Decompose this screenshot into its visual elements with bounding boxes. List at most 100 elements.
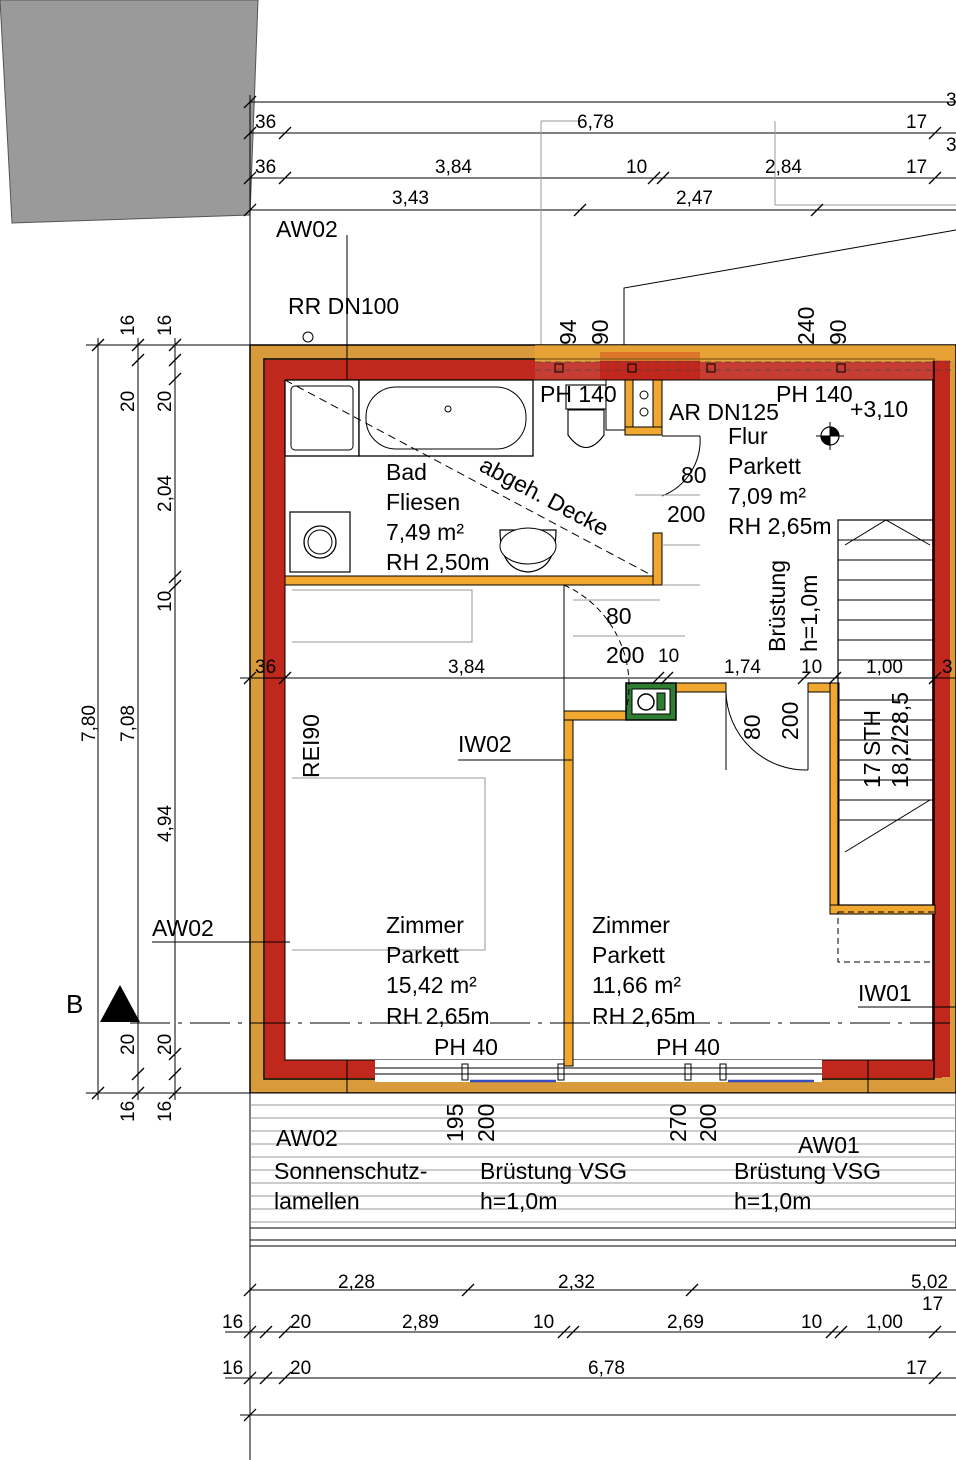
dim-top2-f: 3 (946, 135, 956, 156)
label-aw02-left: AW02 (152, 915, 214, 941)
label-abgeh-decke: abgeh. Decke (476, 451, 614, 541)
label-ar-dn125: AR DN125 (669, 399, 779, 425)
dim-bot2-e: 2,69 (667, 1312, 704, 1333)
door3-height: 200 (777, 702, 803, 740)
washing-machine-icon (289, 511, 351, 573)
dim-top1-a: 36 (255, 112, 276, 133)
dim-left-mid-e: 16 (118, 1101, 139, 1122)
toilet-icon (565, 384, 607, 449)
label-aw02-bottom: AW02 (276, 1125, 338, 1151)
label-bruestung-vsg-2: Brüstung VSG (734, 1158, 881, 1184)
section-line-b: B (66, 985, 956, 1024)
label-win-200b: 200 (695, 1104, 721, 1142)
dim-left-inner-g: 16 (155, 1101, 176, 1122)
dim-left-mid-d: 20 (118, 1034, 139, 1055)
dim-mid-f: 1,00 (866, 657, 903, 678)
door1-width: 80 (681, 462, 707, 488)
door1-height: 200 (667, 501, 705, 527)
door3-width: 80 (739, 714, 765, 740)
label-bruestung-vsg-2-h: h=1,0m (734, 1188, 811, 1214)
dim-bot3-c: 6,78 (588, 1358, 625, 1379)
zimmer2-area: 11,66 m² (592, 972, 681, 998)
label-opening-90b: 90 (825, 319, 851, 345)
label-opening-240: 240 (793, 307, 819, 345)
label-level: +3,10 (850, 396, 908, 422)
dim-bot2-b: 20 (290, 1312, 311, 1333)
label-sonnenschutz-1: Sonnenschutz- (274, 1158, 427, 1184)
bad-name: Bad (386, 459, 427, 485)
label-win-200a: 200 (473, 1104, 499, 1142)
dim-bot1-a: 2,28 (338, 1272, 375, 1293)
zimmer1-floor: Parkett (386, 942, 459, 968)
label-bruestung-vsg-1-h: h=1,0m (480, 1188, 557, 1214)
neighbour-building (0, 0, 259, 224)
label-iw02: IW02 (458, 731, 512, 757)
label-iw01: IW01 (858, 980, 912, 1006)
shaft-icon (625, 682, 677, 721)
flur-height: RH 2,65m (728, 513, 832, 539)
dim-left-inner-c: 2,04 (155, 475, 176, 512)
dim-top1-d: 3 (946, 90, 956, 111)
dim-left-inner-a: 16 (155, 315, 176, 336)
dim-bot2-f: 10 (801, 1312, 822, 1333)
staircase (837, 519, 935, 963)
flur-floor: Parkett (728, 453, 801, 479)
labels: AW02 RR DN100 94 90 240 90 PH 140 PH 140… (152, 216, 913, 1214)
mid-dimensions: 36 3,84 10 1,74 10 1,00 3 (240, 646, 956, 685)
bad-height: RH 2,50m (386, 549, 490, 575)
dim-bot2-h: 17 (922, 1294, 943, 1315)
door2-height: 200 (606, 642, 644, 668)
balcony (249, 1092, 956, 1247)
section-arrow-icon (100, 985, 140, 1022)
section-label: B (66, 989, 83, 1019)
label-rei90: REI90 (298, 714, 324, 778)
flur-area: 7,09 m² (728, 483, 806, 509)
dim-top2-b: 3,84 (435, 157, 472, 178)
dim-left-inner-b: 20 (155, 391, 176, 412)
zimmer1-height: RH 2,65m (386, 1003, 490, 1029)
interior-walls (284, 379, 936, 1067)
door2-width: 80 (606, 603, 632, 629)
dim-top2-a: 36 (255, 157, 276, 178)
dim-top1-c: 17 (906, 112, 927, 133)
dim-left-mid-c: 7,08 (118, 705, 139, 742)
dim-top3-a: 3,43 (392, 188, 429, 209)
flur-name: Flur (728, 423, 768, 449)
label-ph140-b: PH 140 (776, 381, 853, 407)
dim-bot2-c: 2,89 (402, 1312, 439, 1333)
level-marker-icon (816, 422, 844, 450)
zimmer1-name: Zimmer (386, 912, 464, 938)
dim-mid-d: 1,74 (724, 657, 761, 678)
dim-bot2-d: 10 (533, 1312, 554, 1333)
label-ph40-b: PH 40 (656, 1034, 720, 1060)
dim-bot1-b: 2,32 (558, 1272, 595, 1293)
label-win-195: 195 (442, 1104, 468, 1142)
label-ph140-a: PH 140 (540, 381, 617, 407)
dim-top2-e: 17 (906, 157, 927, 178)
label-ph40-a: PH 40 (434, 1034, 498, 1060)
dim-mid-g: 3 (942, 657, 953, 678)
dim-left-mid-a: 16 (118, 315, 139, 336)
dim-mid-c: 10 (658, 646, 679, 667)
dim-left-inner-f: 20 (155, 1034, 176, 1055)
label-aw01: AW01 (798, 1132, 860, 1158)
dim-left-outer: 7,80 (79, 705, 100, 742)
dim-mid-b: 3,84 (448, 657, 485, 678)
zimmer2-height: RH 2,65m (592, 1003, 696, 1029)
dim-bot3-b: 20 (290, 1358, 311, 1379)
left-dimensions: 7,80 16 20 7,08 20 16 16 20 2,04 10 4,94… (79, 315, 250, 1122)
dim-left-inner-e: 4,94 (155, 805, 176, 842)
label-bruestung-h: h=1,0m (796, 575, 822, 652)
dim-left-inner-d: 10 (155, 591, 176, 612)
label-sonnenschutz-2: lamellen (274, 1188, 360, 1214)
bottom-dimensions: 2,28 2,32 5,02 16 20 2,89 10 2,69 10 1,0… (222, 1272, 956, 1422)
dim-top2-d: 2,84 (765, 157, 802, 178)
dim-bot2-a: 16 (222, 1312, 243, 1333)
label-bruestung-vsg-1: Brüstung VSG (480, 1158, 627, 1184)
dim-top1-b: 6,78 (577, 112, 614, 133)
label-win-270: 270 (665, 1104, 691, 1142)
dim-top2-c: 10 (626, 157, 647, 178)
dim-bot1-c: 5,02 (911, 1272, 948, 1293)
dim-bot3-a: 16 (222, 1358, 243, 1379)
